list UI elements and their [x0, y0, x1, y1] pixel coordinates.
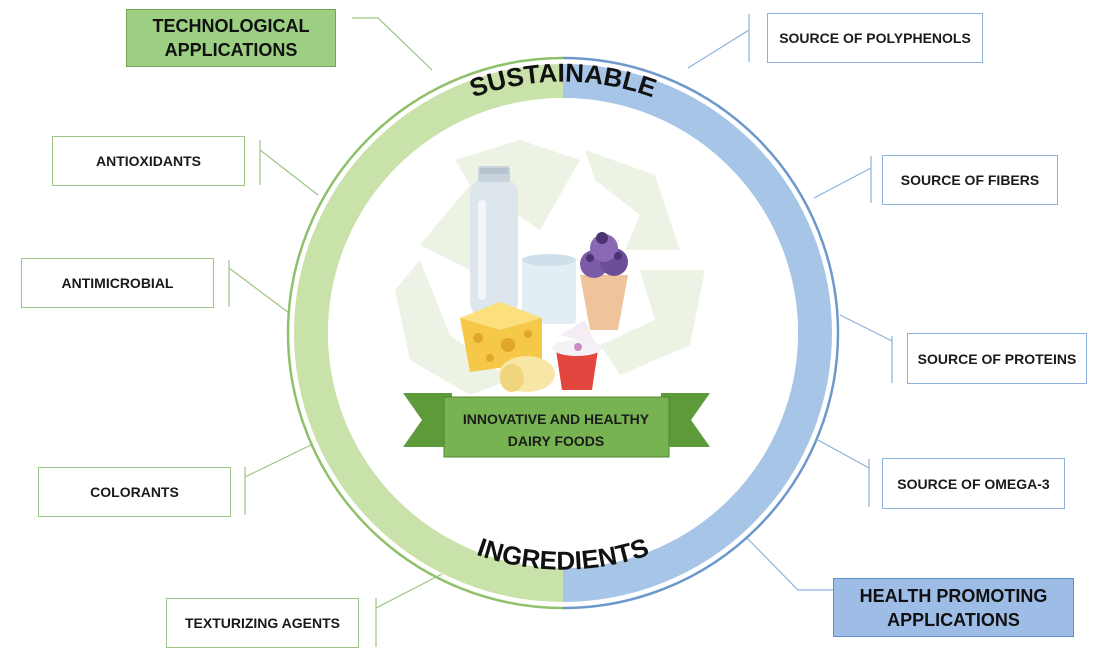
milk-glass-icon — [522, 254, 576, 324]
antimicrobial-box: ANTIMICROBIAL — [21, 258, 214, 308]
outer-ring-blue — [563, 56, 840, 610]
dairy-products-illustration — [460, 166, 628, 392]
connector-omega — [817, 439, 870, 507]
health-promoting-applications-header: HEALTH PROMOTING APPLICATIONS — [833, 578, 1074, 637]
butter-icon — [499, 356, 555, 392]
technological-applications-header: TECHNOLOGICAL APPLICATIONS — [126, 9, 336, 67]
ring-band-blue — [563, 64, 832, 602]
center-banner: INNOVATIVE AND HEALTHY DAIRY FOODS — [403, 393, 710, 458]
ice-cream-icon — [580, 232, 628, 330]
connector-antimicrobial — [228, 260, 290, 314]
connector-fibers — [813, 156, 872, 203]
texturizing-agents-box: TEXTURIZING AGENTS — [166, 598, 359, 648]
colorants-box: COLORANTS — [38, 467, 231, 517]
connector-health — [745, 536, 833, 591]
banner-line-1: INNOVATIVE AND HEALTHY — [463, 411, 650, 427]
left-connectors — [228, 17, 443, 647]
connector-antioxidants — [259, 140, 319, 196]
right-connectors — [687, 14, 893, 591]
outer-ring-green — [286, 56, 563, 610]
connector-technological — [352, 17, 433, 71]
connector-proteins — [839, 314, 893, 383]
connector-polyphenols — [687, 14, 750, 69]
milk-bottle-icon — [470, 166, 518, 318]
connector-texturizing — [375, 573, 443, 647]
antioxidants-box: ANTIOXIDANTS — [52, 136, 245, 186]
source-of-polyphenols-box: SOURCE OF POLYPHENOLS — [767, 13, 983, 63]
source-of-fibers-box: SOURCE OF FIBERS — [882, 155, 1058, 205]
yogurt-cup-icon — [552, 320, 602, 390]
cheese-icon — [460, 302, 542, 372]
ring-band-green — [294, 64, 563, 602]
banner-line-2: DAIRY FOODS — [508, 433, 604, 449]
source-of-omega-3-box: SOURCE OF OMEGA-3 — [882, 458, 1065, 509]
connector-colorants — [244, 443, 314, 515]
source-of-proteins-box: SOURCE OF PROTEINS — [907, 333, 1087, 384]
